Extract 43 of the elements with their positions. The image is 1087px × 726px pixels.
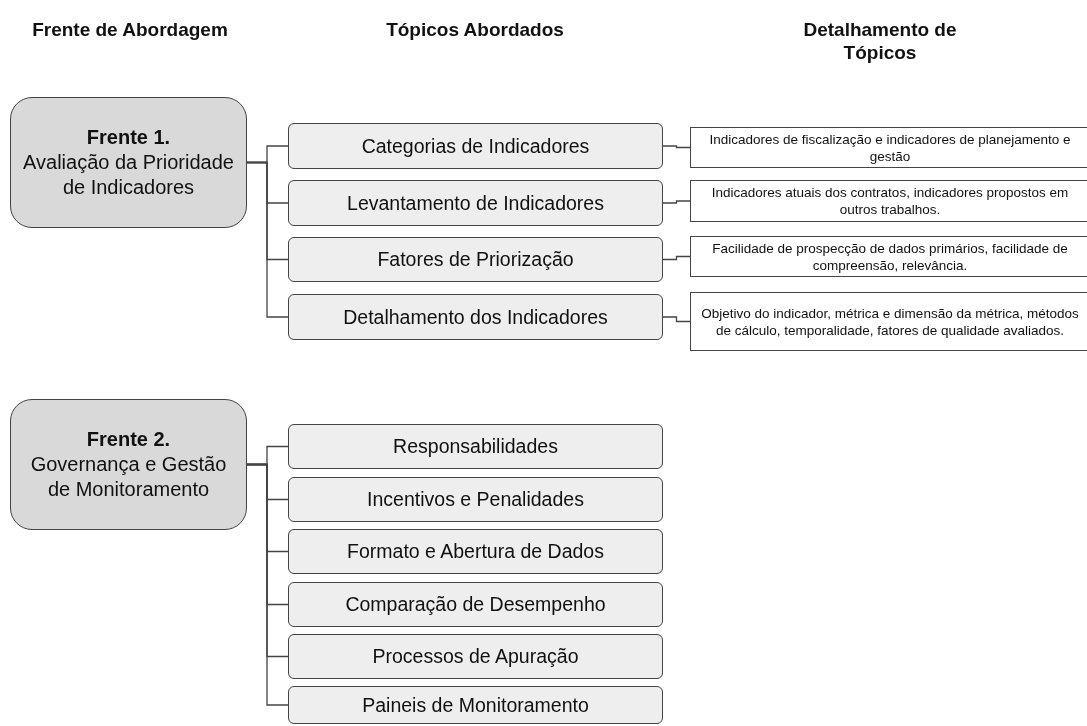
detail-box bbox=[690, 127, 1087, 168]
topic-box bbox=[288, 477, 663, 522]
column-header: Frente de Abordagem bbox=[31, 18, 229, 41]
topic-text: Levantamento de Indicadores bbox=[347, 191, 604, 215]
topic-box bbox=[288, 237, 663, 282]
topic-text: Comparação de Desempenho bbox=[345, 593, 606, 616]
front-title: Frente 1. bbox=[86, 125, 171, 150]
topic-text: Responsabilidades bbox=[393, 435, 558, 458]
topic-text: Processos de Apuração bbox=[372, 645, 579, 668]
detail-text: Indicadores de fiscalização e indicadores de planejamento e gestão bbox=[708, 130, 1072, 165]
connector-line bbox=[662, 145, 691, 149]
front-description: Avaliação da Prioridade de Indicadores bbox=[22, 150, 235, 200]
connector-line bbox=[246, 161, 289, 318]
detail-box bbox=[690, 292, 1087, 351]
topic-text: Fatores de Priorização bbox=[377, 248, 574, 271]
topic-box bbox=[288, 123, 663, 169]
topic-text: Formato e Abertura de Dados bbox=[347, 540, 604, 563]
connector-line bbox=[662, 316, 691, 323]
connector-line bbox=[662, 255, 691, 261]
topic-box bbox=[288, 529, 663, 574]
connector-line bbox=[662, 200, 691, 204]
front-box bbox=[10, 97, 247, 228]
topic-box bbox=[288, 424, 663, 469]
connector-line bbox=[246, 463, 289, 706]
topic-text: Paineis de Monitoramento bbox=[362, 693, 589, 717]
topic-text: Categorias de Indicadores bbox=[361, 134, 590, 158]
topic-box bbox=[288, 634, 663, 679]
detail-box bbox=[690, 236, 1087, 277]
column-header: Tópicos Abordados bbox=[385, 18, 565, 41]
topic-box bbox=[288, 686, 663, 724]
front-title: Frente 2. bbox=[86, 427, 171, 452]
detail-text: Facilidade de prospecção de dados primários, facilidade de compreensão, relevância. bbox=[711, 239, 1069, 274]
detail-text: Objetivo do indicador, métrica e dimensão da métrica, métodos de cálculo, temporalidade, fatores de qualidade avaliados. bbox=[700, 304, 1080, 339]
topic-box bbox=[288, 294, 663, 340]
detail-box bbox=[690, 180, 1087, 222]
topic-text: Detalhamento dos Indicadores bbox=[343, 305, 608, 329]
topic-text: Incentivos e Penalidades bbox=[367, 488, 584, 511]
topic-box bbox=[288, 180, 663, 226]
front-description: Governança e Gestão de Monitoramento bbox=[29, 452, 228, 502]
column-header: Detalhamento de Tópicos bbox=[802, 18, 958, 64]
detail-text: Indicadores atuais dos contratos, indicadores propostos em outros trabalhos. bbox=[710, 184, 1070, 218]
front-box bbox=[10, 399, 247, 530]
topic-box bbox=[288, 582, 663, 627]
